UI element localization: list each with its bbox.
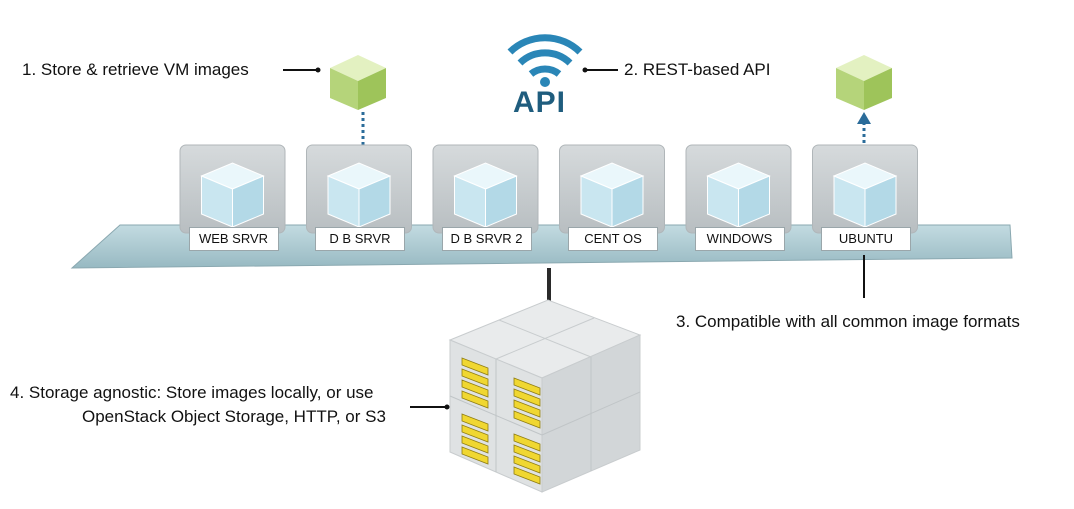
vm-image-label: CENT OS	[568, 227, 658, 251]
vm-tile	[432, 144, 539, 234]
callout-compatible-formats: 3. Compatible with all common image form…	[676, 312, 1020, 331]
glass-cube-icon	[326, 162, 392, 228]
vm-tile	[812, 144, 918, 234]
vm-image-label: D B SRVR	[315, 227, 405, 251]
wifi-icon	[507, 34, 583, 87]
vm-tile	[306, 144, 412, 234]
vm-image-label: WEB SRVR	[188, 227, 279, 251]
storage-block-icon	[513, 377, 541, 429]
glass-cube-icon	[832, 162, 898, 228]
callout-storage-agnostic-line2: OpenStack Object Storage, HTTP, or S3	[82, 407, 386, 426]
vm-tile	[685, 144, 792, 234]
api-label: API	[513, 86, 567, 119]
arrow-up-head	[857, 112, 871, 124]
glass-cube-icon	[200, 162, 265, 228]
glass-cube-icon	[579, 162, 645, 228]
glass-cube-icon	[706, 162, 771, 228]
green-cube-icon	[330, 55, 386, 110]
green-cube-icon	[836, 55, 892, 110]
callout-dot-4	[444, 404, 450, 410]
glass-cube-icon	[453, 162, 518, 228]
vm-image-label: UBUNTU	[821, 227, 911, 251]
vm-image-label: WINDOWS	[694, 227, 785, 251]
storage-stack	[448, 299, 642, 493]
vm-tile	[179, 144, 286, 234]
storage-block-icon	[461, 357, 489, 409]
callout-store-retrieve: 1. Store & retrieve VM images	[22, 60, 249, 79]
callout-dot-2	[582, 67, 588, 73]
vm-tile	[559, 144, 665, 234]
callout-dot-1	[315, 67, 321, 73]
vm-image-label: D B SRVR 2	[441, 227, 532, 251]
callout-rest-api: 2. REST-based API	[624, 60, 771, 79]
callout-storage-agnostic-line1: 4. Storage agnostic: Store images locall…	[10, 383, 374, 402]
storage-block-icon	[513, 433, 541, 485]
storage-block-icon	[461, 413, 489, 465]
